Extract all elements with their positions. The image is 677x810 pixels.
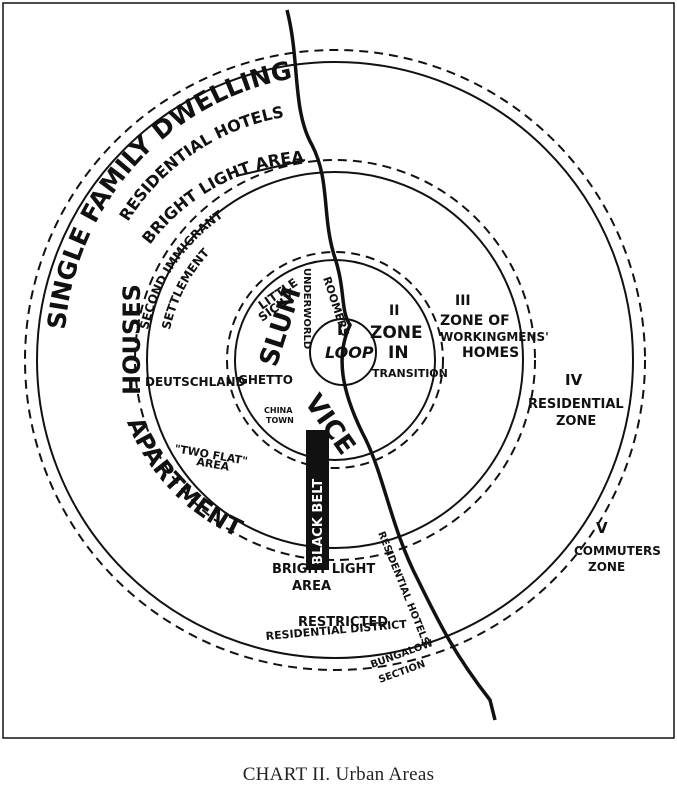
bright-light-area-bottom-label-1: BRIGHT LIGHT [272,562,375,577]
zone-iii-number: III [455,293,471,309]
zone-i-name: LOOP [325,343,374,362]
zone-ii-name-3: TRANSITION [372,367,448,380]
zone-iii-boundary [226,251,444,469]
zone-iii-name-1: ZONE OF [440,313,510,329]
bright-light-area-bottom-label-2: AREA [292,579,331,594]
zone-v-name-1: COMMUTERS [574,544,661,558]
zone-ii-name-1: ZONE [370,323,423,343]
deutschland-label: DEUTSCHLAND [145,375,246,389]
roomers-label: ROOMERS [320,275,352,338]
zone-v-number: V [596,519,608,537]
china-town-label-1: CHINA [264,406,293,415]
houses-label: HOUSES [118,284,146,395]
residential-ring [146,171,524,549]
zone-iv-boundary [134,159,536,561]
black-belt-label: BLACK BELT [311,479,326,565]
zone-v-name-2: ZONE [588,560,625,574]
frame-border [2,2,675,739]
zone-i-number: I [337,321,343,339]
lake-shore-line [285,9,497,721]
zone-iv-number: IV [565,371,583,389]
apartment-ring [36,61,634,659]
ghetto-label: GHETTO [238,373,293,387]
zone-iii-name-2: WORKINGMENS' [440,330,549,344]
zone-iv-name-2: ZONE [556,414,596,429]
zone-iv-name-1: RESIDENTIAL [528,397,624,412]
zone-ii-number: II [389,303,399,319]
zone-iii-name-3: HOMES [462,345,519,361]
underworld-label: UNDERWORLD [301,268,312,349]
china-town-label-2: TOWN [266,416,294,425]
bright-light-underline [235,159,306,177]
apartment-label: APARTMENT [121,413,247,543]
figure-caption: CHART II. Urban Areas [242,764,435,785]
restricted-label-1: RESTRICTED [298,615,388,630]
black-belt-strip [306,430,329,570]
zone-ii-name-2: IN [388,343,409,363]
two-flat-label-2: AREA [195,455,230,474]
urban-zones-diagram: BLACK BELT SINGLE FAMILY DWELLINGS RESID… [0,0,675,739]
zone-v-boundary [24,49,646,671]
